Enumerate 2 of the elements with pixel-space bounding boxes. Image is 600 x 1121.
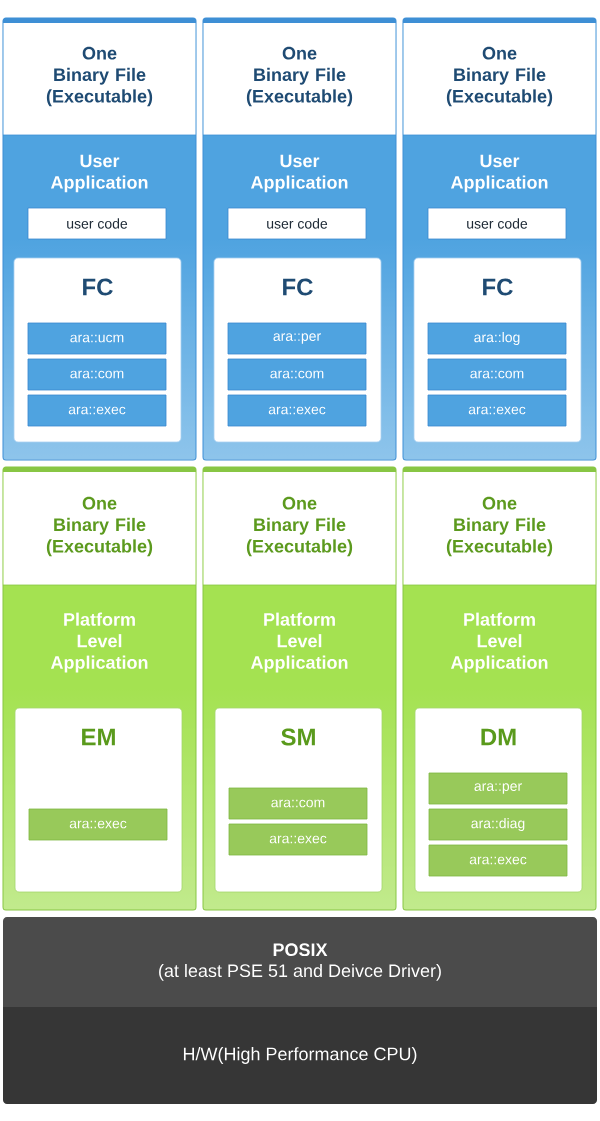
layer-band: POSIX (at least PSE 51 and Deivce Driver)	[3, 917, 597, 1007]
layer-band: H/W(High Performance CPU)	[3, 1007, 597, 1104]
